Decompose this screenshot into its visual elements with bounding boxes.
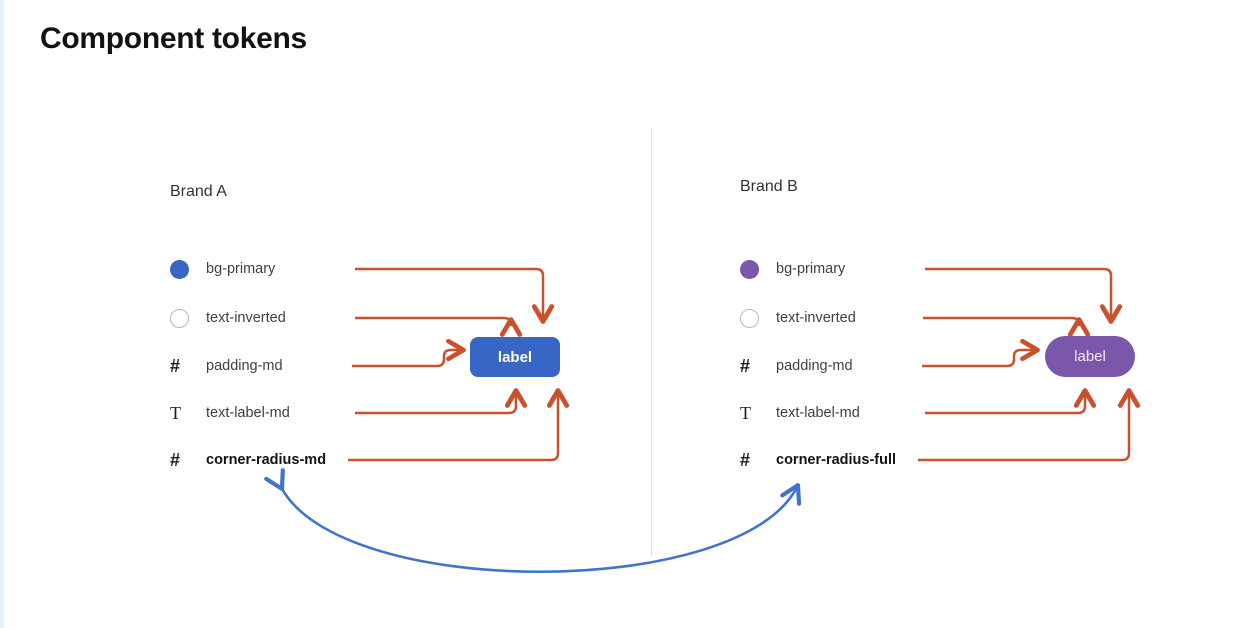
token-label: corner-radius-full — [776, 452, 897, 468]
number-token-icon: # — [740, 450, 751, 470]
component-preview-chip-brand-b[interactable]: label — [1045, 336, 1135, 377]
token-row-bg-primary[interactable]: bg-primary — [170, 256, 275, 282]
token-row-padding-md[interactable]: # padding-md — [740, 353, 853, 379]
token-row-text-label-md[interactable]: T text-label-md — [170, 400, 290, 426]
chip-label: label — [1074, 348, 1106, 365]
token-label: padding-md — [206, 358, 283, 374]
chip-label: label — [497, 348, 533, 366]
brand-a-heading: Brand A — [170, 183, 227, 200]
number-token-icon: # — [170, 356, 181, 376]
token-label: text-label-md — [206, 405, 290, 421]
brand-b-heading: Brand B — [740, 178, 798, 195]
token-row-text-label-md[interactable]: T text-label-md — [740, 400, 860, 426]
token-row-corner-radius[interactable]: # corner-radius-md — [170, 447, 326, 473]
token-label: bg-primary — [206, 261, 276, 277]
token-row-padding-md[interactable]: # padding-md — [170, 353, 283, 379]
number-token-icon: # — [740, 356, 751, 376]
token-row-text-inverted[interactable]: text-inverted — [740, 305, 856, 331]
token-label: corner-radius-md — [206, 452, 327, 468]
component-preview-chip-brand-a[interactable]: label — [470, 337, 560, 377]
slide-edge-strip — [0, 0, 4, 628]
color-swatch-filled-icon — [740, 259, 770, 279]
color-swatch-filled-icon — [170, 259, 200, 279]
number-token-icon: # — [170, 450, 181, 470]
typography-token-icon: T — [740, 403, 751, 423]
page-title: Component tokens — [40, 22, 307, 55]
token-row-bg-primary[interactable]: bg-primary — [740, 256, 845, 282]
token-label: padding-md — [776, 358, 853, 374]
token-label: bg-primary — [776, 261, 846, 277]
token-label: text-label-md — [776, 405, 860, 421]
panel-divider — [651, 128, 652, 556]
token-row-text-inverted[interactable]: text-inverted — [170, 305, 286, 331]
token-label: text-inverted — [776, 310, 856, 326]
token-row-corner-radius[interactable]: # corner-radius-full — [740, 447, 896, 473]
token-label: text-inverted — [206, 310, 286, 326]
color-swatch-outline-icon — [170, 308, 200, 328]
typography-token-icon: T — [170, 403, 181, 423]
color-swatch-outline-icon — [740, 308, 770, 328]
